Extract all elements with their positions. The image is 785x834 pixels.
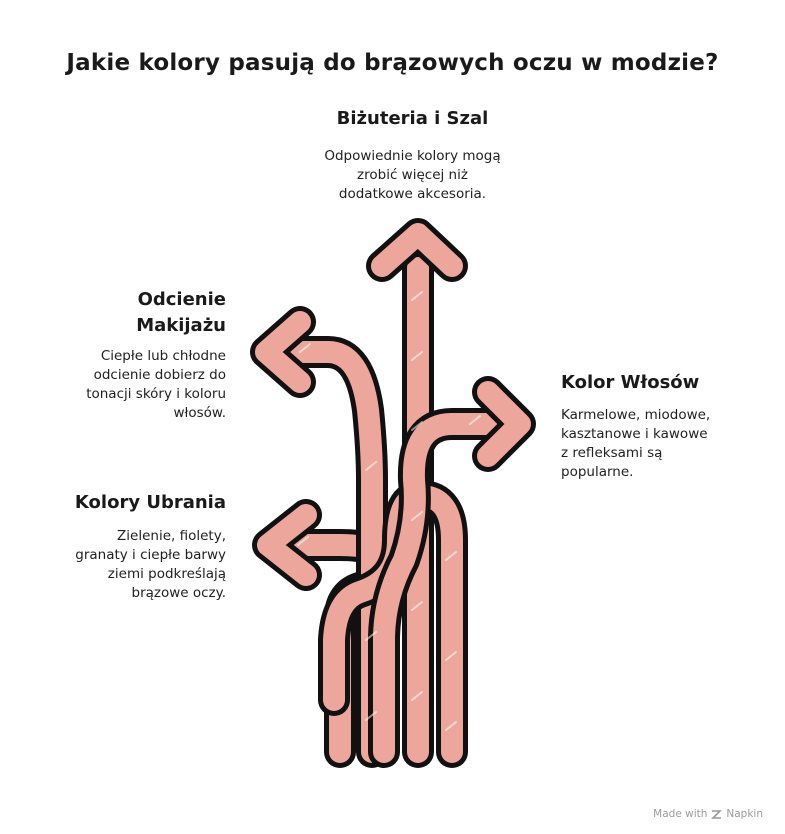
page-title: Jakie kolory pasują do brązowych oczu w …	[66, 50, 719, 76]
desc-makeup: Ciepłe lub chłodne odcienie dobierz do t…	[40, 347, 226, 423]
label-jewelry-scarf: Biżuteria i Szal	[336, 108, 489, 129]
desc-line: brązowe oczy.	[131, 585, 227, 601]
desc-line: popularne.	[561, 464, 634, 480]
desc-line: Zielenie, fiolety,	[117, 528, 226, 544]
desc-line: z refleksami są	[561, 445, 663, 461]
desc-line: dodatkowe akcesoria.	[338, 186, 487, 202]
desc-line: granaty i ciepłe barwy	[75, 547, 226, 563]
desc-line: zrobić więcej niż	[357, 167, 468, 183]
label-line: Odcienie	[137, 289, 226, 310]
napkin-logo-icon	[711, 809, 723, 819]
label-clothing-colors: Kolory Ubrania	[74, 492, 226, 513]
label-line: Makijażu	[136, 315, 226, 336]
label-makeup: Odcienie Makijażu	[100, 287, 226, 339]
desc-line: Odpowiednie kolory mogą	[324, 148, 501, 164]
desc-line: odcienie dobierz do	[93, 367, 226, 383]
desc-line: ziemi podkreślają	[107, 566, 226, 582]
sketch-hatching	[297, 291, 481, 731]
desc-hair-color: Karmelowe, miodowe, kasztanowe i kawowe …	[561, 406, 761, 482]
label-hair-color: Kolor Włosów	[561, 372, 700, 393]
desc-line: włosów.	[173, 405, 226, 421]
footer-made-with: Made with	[653, 808, 708, 820]
footer-brand: Napkin	[726, 808, 763, 820]
desc-line: tonacji skóry i koloru	[86, 386, 226, 402]
desc-line: kasztanowe i kawowe	[561, 426, 708, 442]
desc-line: Ciepłe lub chłodne	[100, 348, 226, 364]
desc-clothing-colors: Zielenie, fiolety, granaty i ciepłe barw…	[40, 527, 226, 603]
made-with-napkin-credit[interactable]: Made with Napkin	[653, 808, 763, 820]
desc-jewelry-scarf: Odpowiednie kolory mogą zrobić więcej ni…	[290, 147, 535, 204]
desc-line: Karmelowe, miodowe,	[561, 407, 711, 423]
